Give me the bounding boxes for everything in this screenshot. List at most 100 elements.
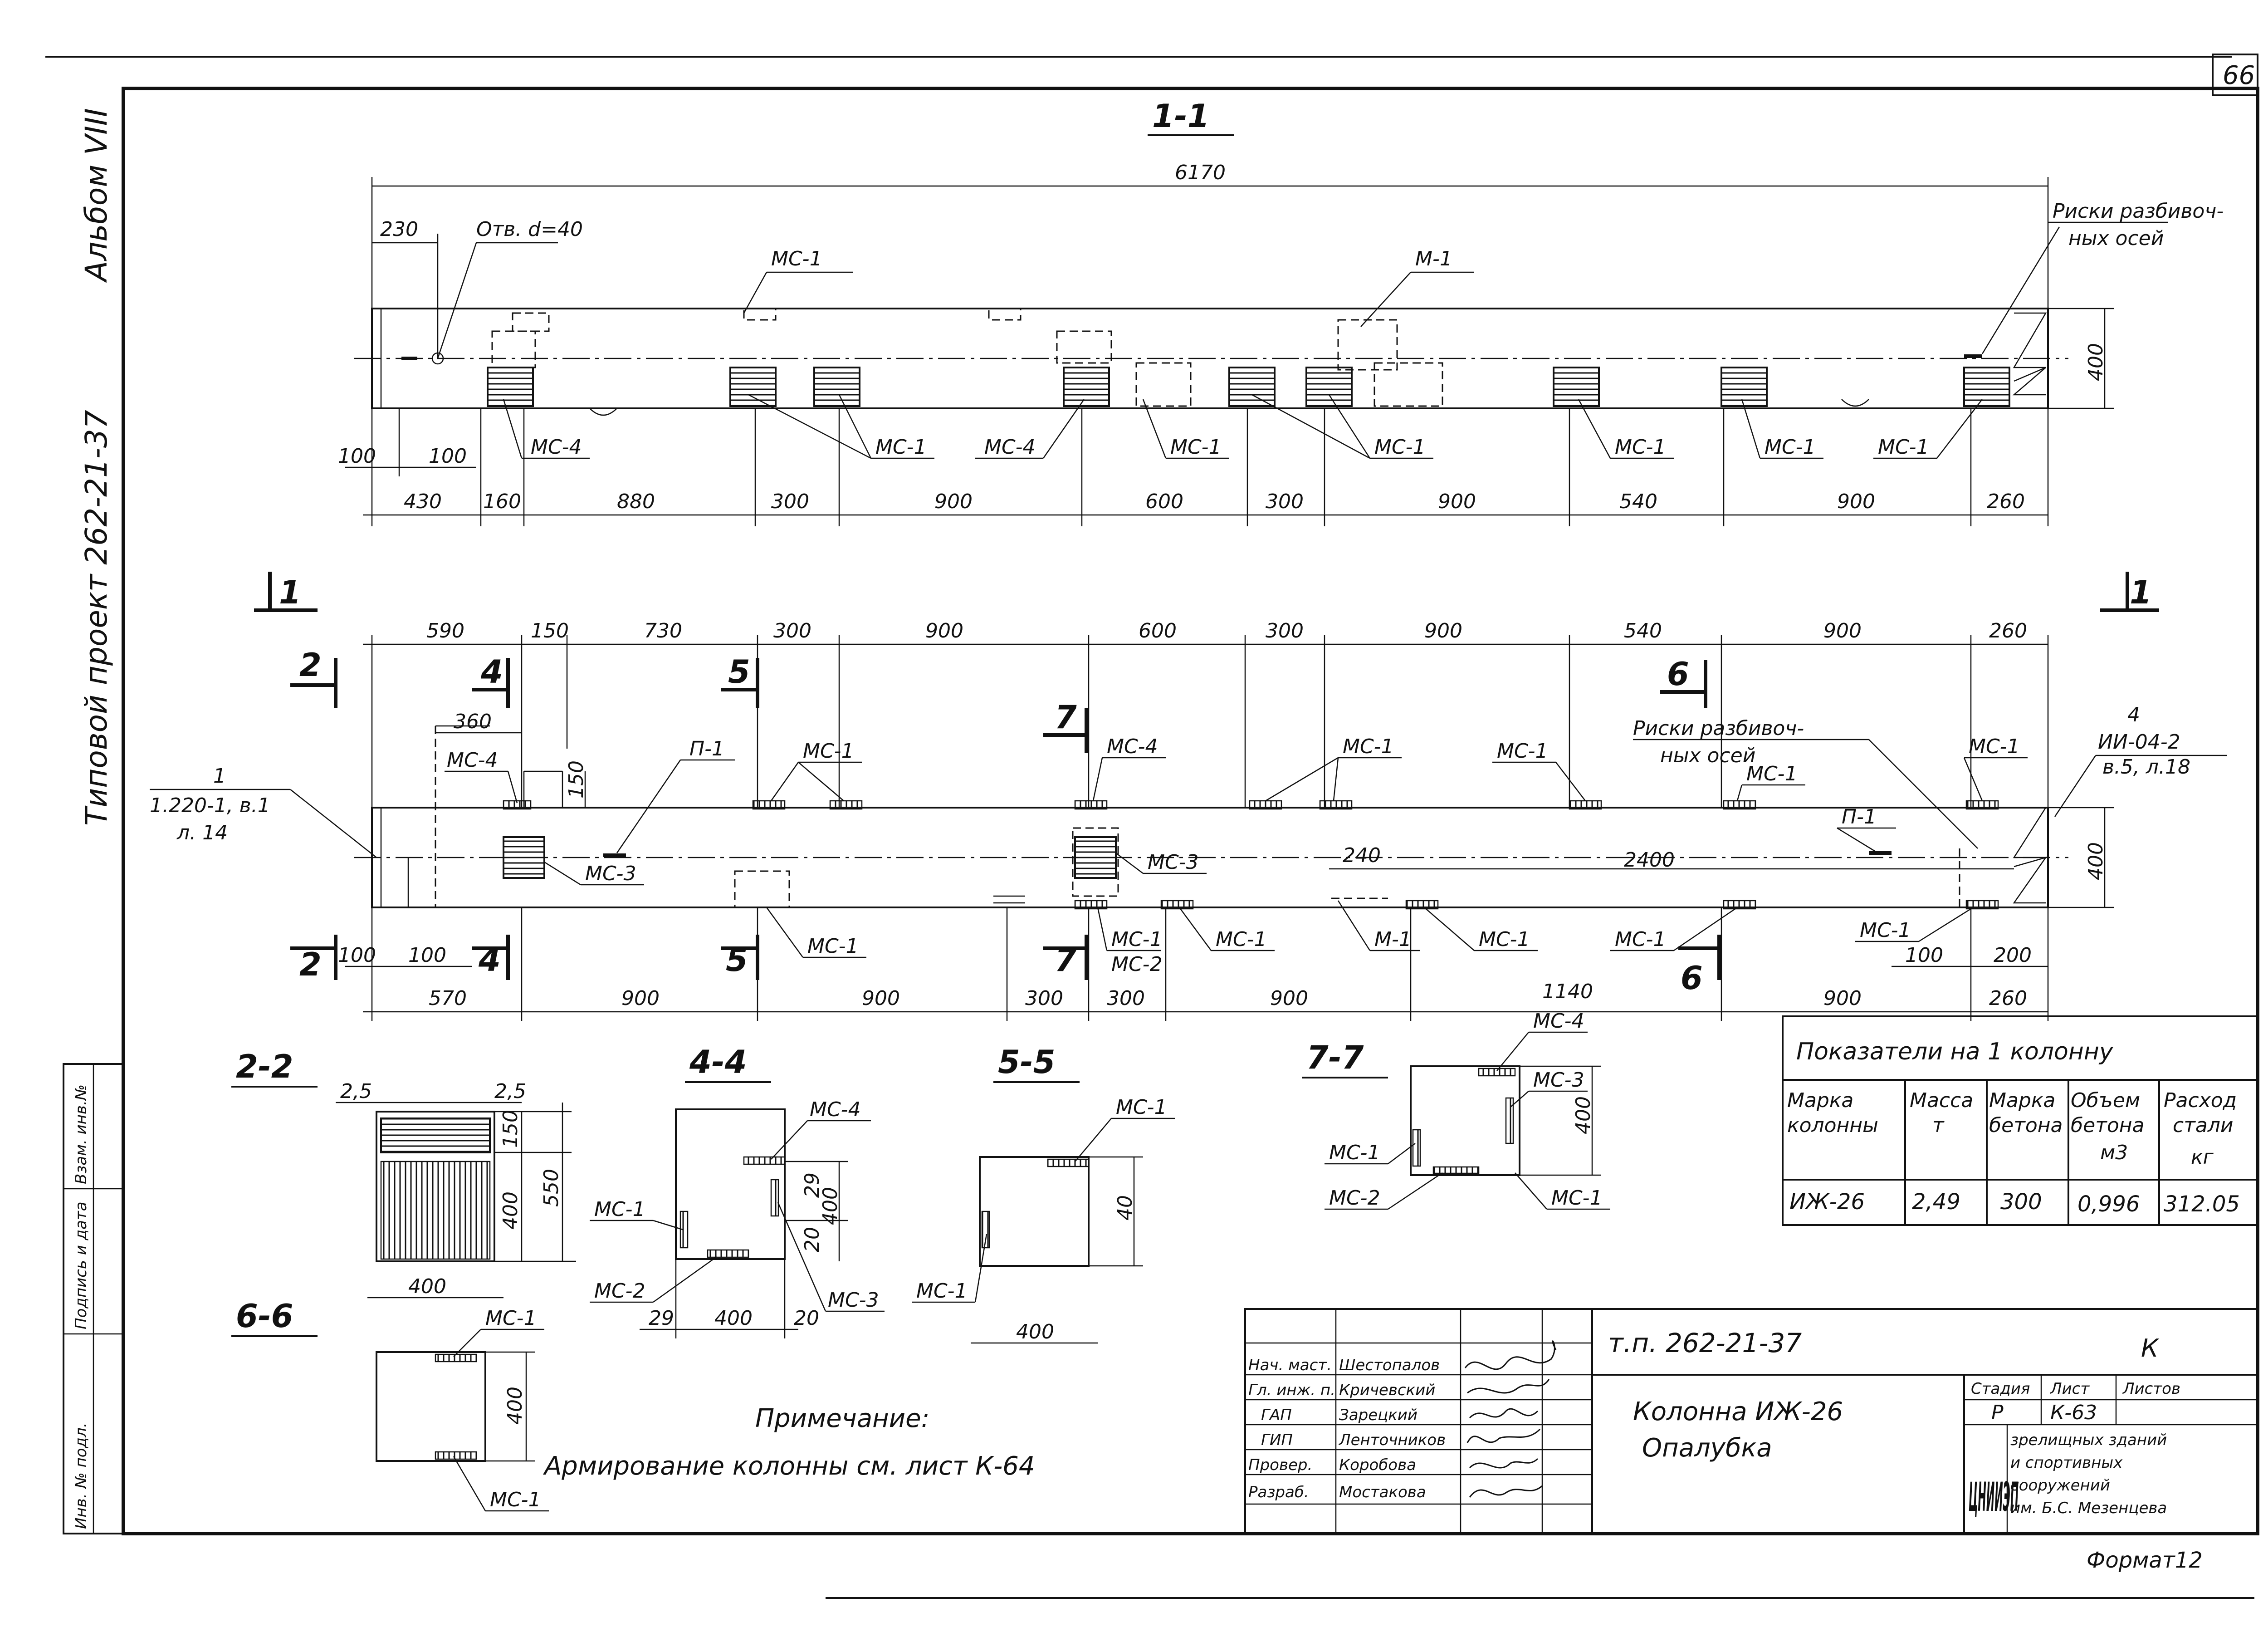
d11-1: 160 (483, 490, 521, 513)
sm-7a: 7 (1055, 699, 1077, 736)
view-1-1: 1-1 6170 230 Отв. d=40 (338, 98, 2224, 526)
dim-100b-11: 100 (429, 445, 467, 468)
ind-h2b: бетона (1989, 1114, 2063, 1137)
ind-h4a: Расход (2164, 1089, 2237, 1112)
sm-6a: 6 (1667, 656, 1689, 693)
pb-0: 570 (429, 987, 467, 1010)
cut-1-left: 1 (279, 574, 301, 611)
d-400-plan: 400 (2084, 842, 2107, 880)
s22-title: 2-2 (236, 1048, 293, 1085)
s55-mc1b: МС-1 (916, 1279, 968, 1303)
tb-mark: К (2141, 1334, 2160, 1363)
lp-m1: М-1 (1374, 928, 1412, 951)
tb-p2-name: Зарецкий (1339, 1406, 1418, 1424)
tb-org-2: и спортивных (2010, 1454, 2123, 1472)
pt-1: 150 (531, 619, 569, 642)
lp-p1a: П-1 (689, 737, 724, 760)
tb-org-logo: ЦНИИЭП (1969, 1474, 2019, 1521)
note-right-1: ИИ-04-2 (2098, 730, 2180, 754)
pt-7: 900 (1424, 619, 1462, 642)
ind-v0: ИЖ-26 (1789, 1189, 1865, 1215)
tb-org-3: сооружений (2010, 1476, 2110, 1495)
s77-mc1a: МС-1 (1329, 1141, 1380, 1164)
s44-mc2: МС-2 (594, 1279, 645, 1303)
d11-8: 540 (1619, 490, 1657, 513)
lbl-11-mc1-a: МС-1 (875, 436, 927, 459)
lp-mc4: МС-4 (447, 749, 498, 772)
lbl-11-mc4-left: МС-4 (531, 436, 582, 459)
ind-h3b: бетона (2071, 1114, 2145, 1137)
tb-p1-role: Гл. инж. п. (1248, 1381, 1335, 1399)
s22-d400h: 400 (408, 1275, 446, 1298)
tb-p3-name: Ленточников (1338, 1431, 1446, 1449)
lp-mc1b: МС-1 (1343, 735, 1394, 758)
lbl-11-mc1-d: МС-1 (1615, 436, 1666, 459)
sm-4a: 4 (480, 653, 503, 691)
lp-mc1h: МС-1 (1216, 928, 1267, 951)
pb-2: 900 (862, 987, 900, 1010)
note-left-0: 1 (213, 765, 226, 788)
pt-6: 300 (1266, 619, 1304, 642)
d-100b: 100 (408, 944, 446, 967)
dim-400-11: 400 (2084, 343, 2107, 381)
tb-sheet-h: Лист (2049, 1380, 2090, 1398)
d11-7: 900 (1438, 490, 1476, 513)
s22-d400v: 400 (499, 1191, 522, 1230)
s22-d25a: 2,5 (340, 1080, 372, 1103)
tb-stage-h: Стадия (1971, 1380, 2030, 1398)
s44-mc4: МС-4 (810, 1098, 861, 1121)
s66-title: 6-6 (236, 1298, 293, 1335)
ind-v1: 2,49 (1912, 1189, 1960, 1215)
s77-mc2: МС-2 (1329, 1186, 1380, 1210)
hole-label: Отв. d=40 (476, 218, 583, 241)
note-right-0: 4 (2127, 703, 2140, 726)
s55-title: 5-5 (998, 1044, 1055, 1081)
d11-2: 880 (617, 490, 655, 513)
d11-5: 600 (1145, 490, 1183, 513)
ind-v3: 0,996 (2077, 1191, 2140, 1217)
lbl-11-mc1-e: МС-1 (1765, 436, 1816, 459)
tb-p5-role: Разраб. (1248, 1483, 1309, 1501)
lp-mc1k: МС-1 (1860, 919, 1911, 942)
d11-3: 300 (771, 490, 809, 513)
ind-v4: 312.05 (2164, 1191, 2240, 1217)
tb-p1-name: Кричевский (1339, 1381, 1435, 1399)
s44-d400h: 400 (714, 1307, 753, 1330)
s44-mc3: МС-3 (828, 1289, 879, 1312)
risks-11-line1: Риски разбивоч- (2053, 200, 2224, 223)
lbl-11-mc4-mid: МС-4 (984, 436, 1036, 459)
tb-p0-role: Нач. маст. (1248, 1356, 1332, 1374)
s44-d29b: 29 (649, 1307, 674, 1330)
s44-mc1: МС-1 (594, 1198, 645, 1221)
s22-d25b: 2,5 (494, 1080, 526, 1103)
side-stamp-replace: Взам. инв.№ (72, 1084, 90, 1184)
view-1-1-title: 1-1 (1152, 98, 1209, 135)
s22-d150: 150 (499, 1110, 522, 1148)
lp-mc1j: МС-1 (1615, 928, 1666, 951)
lbl-11-mc1-top: МС-1 (771, 247, 822, 270)
plan-top-ticks (371, 635, 2049, 808)
pb-8: 260 (1989, 987, 2027, 1010)
s66-mc1b: МС-1 (490, 1488, 541, 1511)
note-left-1: 1.220-1, в.1 (150, 794, 270, 817)
ind-h3c: м3 (2100, 1141, 2128, 1164)
ind-title: Показатели на 1 колонну (1796, 1038, 2114, 1065)
tb-name-2: Опалубка (1642, 1433, 1772, 1463)
d11-0: 430 (404, 490, 442, 513)
tb-org-4: им. Б.С. Мезенцева (2010, 1499, 2167, 1517)
note-title: Примечание: (755, 1404, 929, 1433)
d-360: 360 (454, 710, 492, 733)
sm-6b: 6 (1681, 960, 1703, 997)
d11-6: 300 (1266, 490, 1304, 513)
sm-5a: 5 (728, 653, 750, 691)
indicators-table: Показатели на 1 колонну Марка колонны Ма… (1782, 1015, 2258, 1226)
side-stamp: Инв. № подл. Подпись и дата Взам. инв.№ (63, 1063, 124, 1534)
pb-7: 900 (1823, 987, 1862, 1010)
tb-org-1: зрелищных зданий (2010, 1431, 2167, 1449)
lbl-11-m1: М-1 (1415, 247, 1452, 270)
lp-mc1i: МС-1 (1479, 928, 1530, 951)
section-4-4: 4-4 МС-4 МС-1 МС-2 МС-3 400 29 20 400 29… (590, 1044, 885, 1338)
lp-p1b: П-1 (1842, 805, 1877, 828)
risks-11-line2: ных осей (2068, 227, 2164, 250)
